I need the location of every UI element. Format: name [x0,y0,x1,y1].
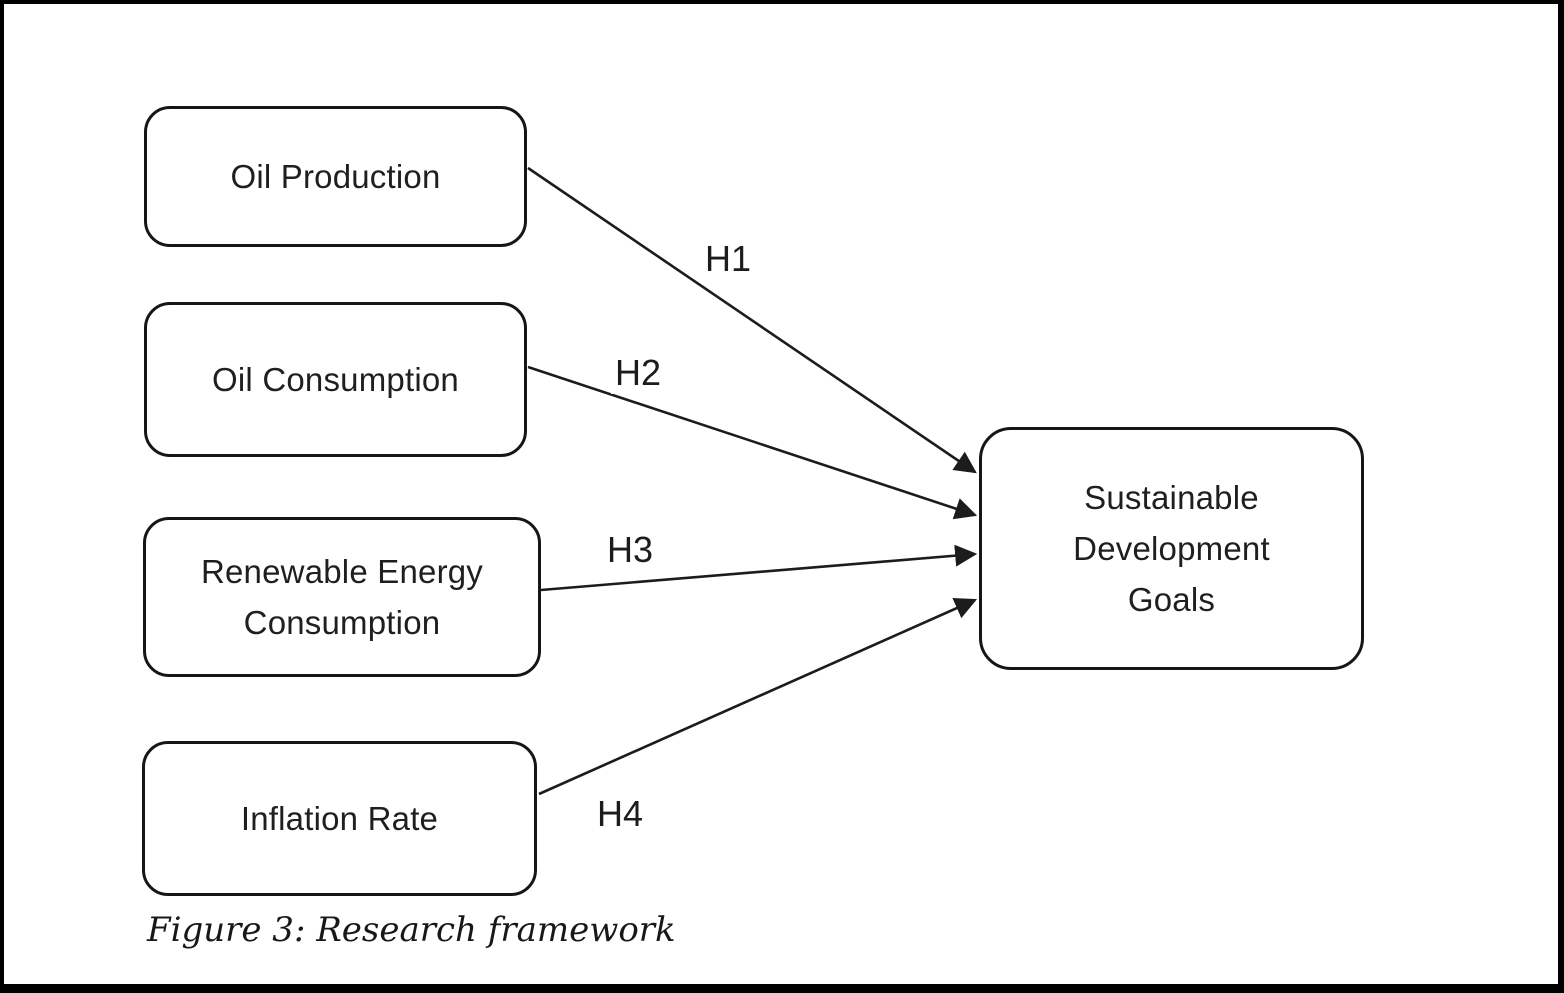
node-sustainable-development-goals-label: Sustainable Development Goals [1073,478,1270,619]
edge-label-h1: H1 [700,238,756,280]
node-oil-production: Oil Production [144,106,527,247]
arrow-h1 [527,166,977,474]
node-inflation-rate: Inflation Rate [142,741,537,896]
arrow-h2 [527,365,978,520]
node-inflation-rate-label: Inflation Rate [240,799,439,837]
node-renewable-energy-consumption: Renewable Energy Consumption [143,517,541,677]
node-sustainable-development-goals: Sustainable Development Goals [979,427,1364,670]
edge-label-h2: H2 [610,352,666,394]
edge-label-h4: H4 [592,793,648,835]
node-renewable-energy-consumption-label: Renewable Energy Consumption [200,552,484,641]
figure-caption: Figure 3: Research framework [147,910,676,950]
node-oil-consumption: Oil Consumption [144,302,527,457]
node-oil-production-label: Oil Production [230,157,441,195]
edge-label-h3: H3 [602,529,658,571]
node-oil-consumption-label: Oil Consumption [212,360,459,398]
arrow-h4 [538,597,978,796]
